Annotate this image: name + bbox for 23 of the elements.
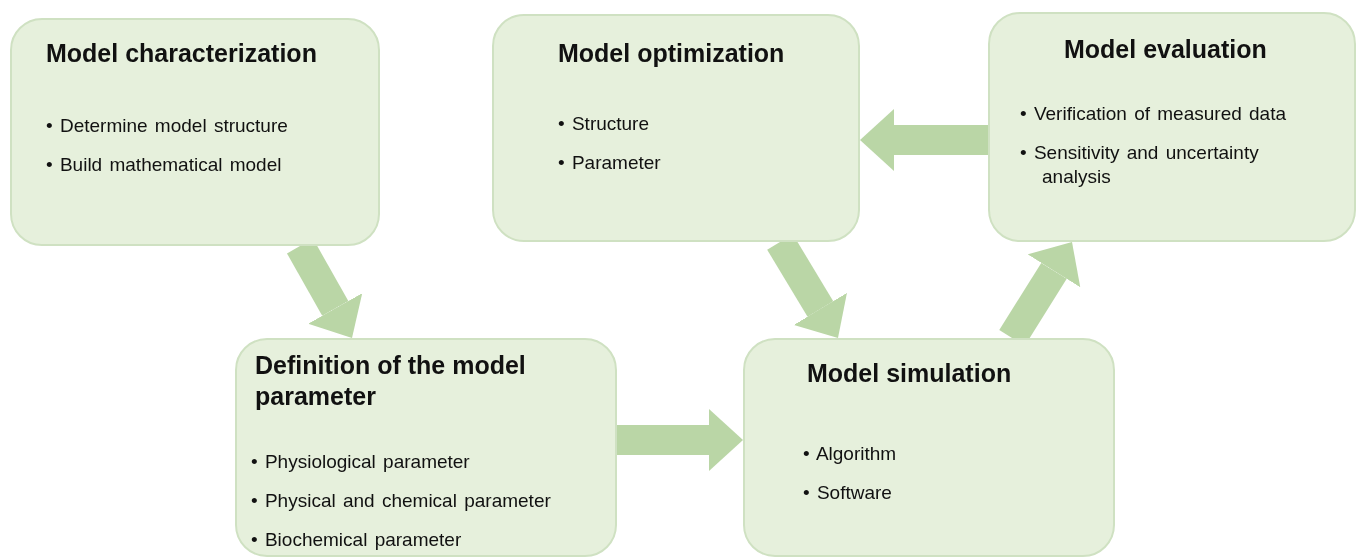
bullet-item: • Physiological parameter <box>251 450 471 474</box>
block-arrow <box>617 409 743 471</box>
process-box <box>743 338 1115 557</box>
bullet-item: • Determine model structure <box>46 114 289 138</box>
box-heading: Model evaluation <box>1064 34 1268 65</box>
bullet-item: • Parameter <box>558 150 662 175</box>
box-heading: Model optimization <box>558 38 786 69</box>
bullet-item: • Build mathematical model <box>46 152 283 177</box>
process-box <box>10 18 380 246</box>
bullet-item: • Software <box>803 480 893 505</box>
box-heading: Model characterization <box>46 38 318 69</box>
bullet-item: • Sensitivity and uncertainty analysis <box>1020 140 1260 189</box>
bullet-item: • Physical and chemical parameter <box>251 488 552 513</box>
bullet-item: • Algorithm <box>803 442 898 466</box>
bullet-item: • Biochemical parameter <box>251 527 463 552</box>
box-heading: Model simulation <box>807 358 1013 389</box>
box-heading: Definition of the model parameter <box>255 350 527 413</box>
process-box <box>988 12 1356 242</box>
process-box <box>492 14 860 242</box>
bullet-item: • Verification of measured data <box>1020 102 1288 126</box>
process-box <box>235 338 617 557</box>
bullet-item: • Structure <box>558 112 651 136</box>
block-arrow <box>860 109 988 171</box>
